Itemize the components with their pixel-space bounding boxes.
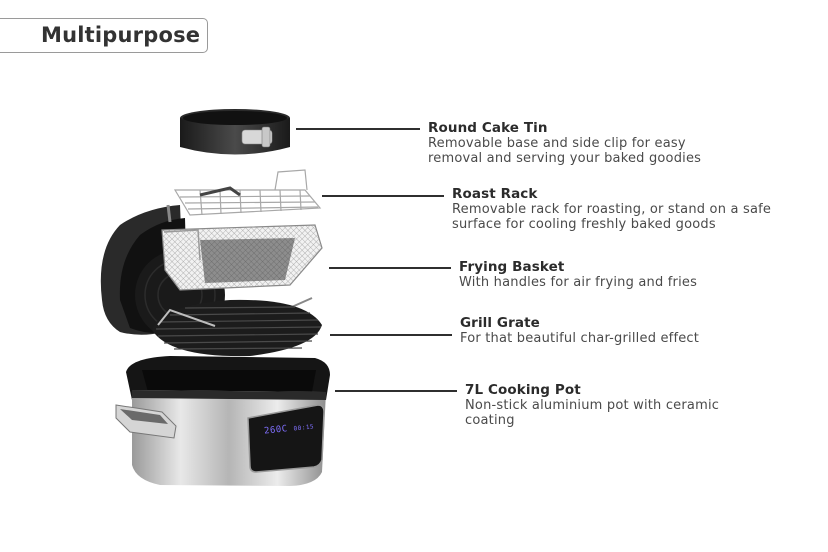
time-readout: 00:15 (293, 423, 315, 433)
leader-line-roast-rack (322, 195, 444, 197)
callout-description: For that beautiful char-grilled effect (460, 331, 700, 346)
callout-description: With handles for air frying and fries (459, 275, 698, 290)
callout-title: 7L Cooking Pot (465, 382, 581, 398)
title-badge (0, 18, 208, 53)
callout-7l-cooking-pot: 7L Cooking Pot Non-stick aluminium pot w… (465, 382, 720, 429)
cooking-pot-body-icon (115, 356, 330, 486)
cake-tin-icon (180, 109, 290, 155)
leader-line-frying-basket (329, 267, 451, 269)
page-title: Multipurpose (41, 23, 201, 47)
callout-description: Removable rack for roasting, or stand on… (452, 202, 772, 232)
leader-line-grill-grate (330, 334, 452, 336)
leader-line-cooking-pot (335, 390, 457, 392)
callout-title: Frying Basket (459, 259, 565, 275)
callout-title: Round Cake Tin (428, 120, 548, 136)
callout-roast-rack: Roast Rack Removable rack for roasting, … (452, 186, 772, 233)
callout-description: Non-stick aluminium pot with ceramic coa… (465, 398, 720, 428)
roast-rack-icon (166, 169, 322, 223)
grill-grate-icon (152, 299, 322, 357)
callout-round-cake-tin: Round Cake Tin Removable base and side c… (428, 120, 702, 167)
callout-frying-basket: Frying Basket With handles for air fryin… (459, 259, 698, 291)
frying-basket-icon (161, 224, 323, 311)
product-image (90, 100, 340, 500)
leader-line-cake-tin (296, 128, 420, 130)
callout-title: Roast Rack (452, 186, 538, 202)
callout-grill-grate: Grill Grate For that beautiful char-gril… (460, 315, 700, 347)
callout-description: Removable base and side clip for easy re… (428, 136, 702, 166)
callout-title: Grill Grate (460, 315, 540, 331)
